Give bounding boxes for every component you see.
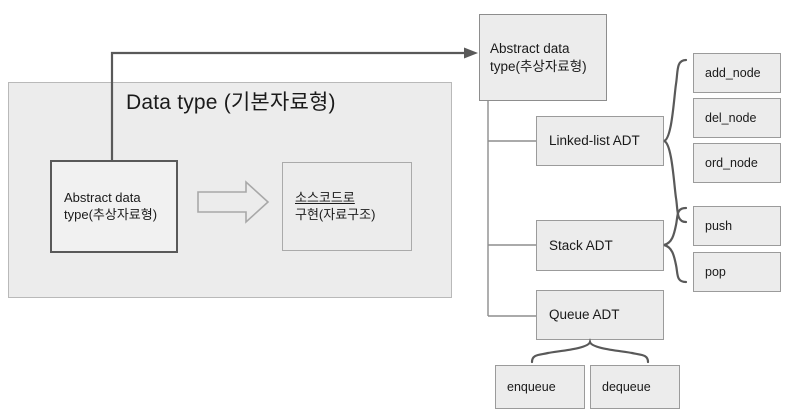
linked-list-adt-label: Linked-list ADT xyxy=(549,133,640,149)
operation-label-dequeue: dequeue xyxy=(602,380,651,394)
operation-box-dequeue: dequeue xyxy=(590,365,680,409)
operation-label-enqueue: enqueue xyxy=(507,380,556,394)
queue-adt-label: Queue ADT xyxy=(549,307,620,323)
stack-adt-label: Stack ADT xyxy=(549,237,613,253)
linked-list-adt-box: Linked-list ADT xyxy=(536,116,664,166)
brace-queue-operations xyxy=(530,338,650,364)
operation-box-push: push xyxy=(693,206,781,246)
stack-adt-box: Stack ADT xyxy=(536,220,664,271)
source-code-line-1: 소스코드로 xyxy=(295,189,355,205)
brace-linked-list-operations xyxy=(663,58,688,224)
abstract-data-type-box-right-label: Abstract data type(추상자료형) xyxy=(490,41,587,74)
operation-label-push: push xyxy=(705,219,733,233)
operation-label-pop: pop xyxy=(705,265,726,279)
abstract-data-type-box-right: Abstract data type(추상자료형) xyxy=(479,14,607,101)
data-type-panel-title: Data type (기본자료형) xyxy=(126,91,336,114)
operation-box-del-node: del_node xyxy=(693,98,781,138)
abstract-data-type-box-left: Abstract data type(추상자료형) xyxy=(50,160,178,253)
abstract-data-type-box-left-label: Abstract data type(추상자료형) xyxy=(64,189,158,222)
operation-label-ord-node: ord_node xyxy=(705,156,758,170)
operation-box-enqueue: enqueue xyxy=(495,365,585,409)
operation-label-add-node: add_node xyxy=(705,66,761,80)
queue-adt-box: Queue ADT xyxy=(536,290,664,340)
left-to-right-adt-arrowhead xyxy=(464,47,478,59)
operation-box-pop: pop xyxy=(693,252,781,292)
brace-stack-operations xyxy=(663,206,688,284)
operation-box-add-node: add_node xyxy=(693,53,781,93)
operation-box-ord-node: ord_node xyxy=(693,143,781,183)
source-code-line-2: 구현(자료구조) xyxy=(295,206,376,222)
operation-label-del-node: del_node xyxy=(705,111,757,125)
